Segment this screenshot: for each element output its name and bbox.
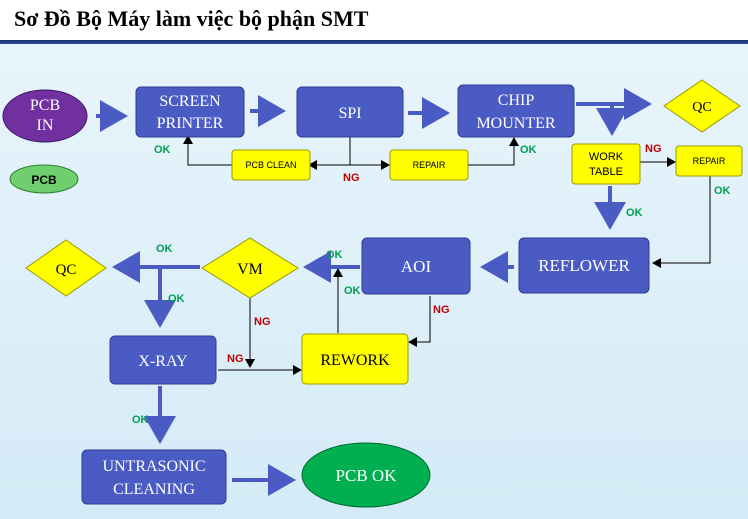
aoi-label: AOI bbox=[401, 257, 432, 276]
work-table-label-1: WORK bbox=[589, 151, 624, 163]
qc-left-node: QC bbox=[25, 239, 107, 297]
arrow-repair-to-reflower bbox=[652, 176, 711, 268]
arrow-aoi-to-rework bbox=[408, 296, 431, 347]
ultrasonic-cleaning-node: UNTRASONIC CLEANING bbox=[81, 449, 227, 505]
title-bar: Sơ Đồ Bộ Máy làm việc bộ phận SMT bbox=[0, 0, 748, 42]
arrow-repair-to-chip-mounter bbox=[468, 137, 519, 166]
diagram-canvas: PCB IN PCB SCREEN PRINTER SPI CHIP MOUNT… bbox=[0, 44, 748, 519]
ng-label-work-table: NG bbox=[645, 143, 662, 155]
chip-mounter-label-2: MOUNTER bbox=[476, 115, 555, 132]
xray-node: X-RAY bbox=[109, 335, 217, 385]
pcb-in-label-1: PCB bbox=[30, 97, 60, 114]
repair-right-label: REPAIR bbox=[693, 156, 726, 166]
qc-top-node: QC bbox=[663, 79, 741, 133]
spi-node: SPI bbox=[296, 86, 404, 138]
chip-mounter-node: CHIP MOUNTER bbox=[457, 84, 575, 138]
work-table-label-2: TABLE bbox=[589, 166, 623, 178]
main-flow-arrows bbox=[96, 88, 652, 496]
ok-label-xray: OK bbox=[132, 414, 149, 426]
pcb-in-node: PCB IN bbox=[2, 89, 88, 143]
reflower-node: REFLOWER bbox=[518, 237, 650, 294]
pcb-legend-label: PCB bbox=[31, 173, 57, 187]
aoi-node: AOI bbox=[361, 237, 471, 295]
ng-label-vm: NG bbox=[254, 316, 271, 328]
feedback-arrows bbox=[183, 135, 711, 375]
ng-label-spi: NG bbox=[343, 172, 360, 184]
smt-flow-diagram: PCB IN PCB SCREEN PRINTER SPI CHIP MOUNT… bbox=[2, 79, 743, 508]
repair-mid-node: REPAIR bbox=[389, 149, 469, 181]
ok-label-qc-left: OK bbox=[168, 293, 185, 305]
screen-printer-node: SCREEN PRINTER bbox=[135, 86, 245, 138]
ok-label-work-table: OK bbox=[626, 207, 643, 219]
ok-label-pcb-clean: OK bbox=[154, 144, 171, 156]
repair-right-node: REPAIR bbox=[675, 145, 743, 177]
ok-label-rework: OK bbox=[344, 285, 361, 297]
pcb-legend-node: PCB bbox=[9, 164, 79, 194]
repair-mid-label: REPAIR bbox=[413, 160, 446, 170]
ultrasonic-label-1: UNTRASONIC bbox=[102, 458, 205, 475]
rework-label: REWORK bbox=[320, 352, 390, 369]
page-title: Sơ Đồ Bộ Máy làm việc bộ phận SMT bbox=[14, 6, 369, 31]
arrow-spi-to-pcb-clean bbox=[308, 137, 351, 170]
xray-label: X-RAY bbox=[138, 353, 188, 370]
pcb-clean-label: PCB CLEAN bbox=[245, 160, 296, 170]
pcb-in-label-2: IN bbox=[37, 117, 54, 134]
ok-label-vm: OK bbox=[156, 243, 173, 255]
ok-label-aoi: OK bbox=[326, 249, 343, 261]
ng-label-xray: NG bbox=[227, 353, 244, 365]
screen-printer-label-1: SCREEN bbox=[159, 93, 221, 110]
vm-label: VM bbox=[237, 261, 263, 278]
pcb-clean-node: PCB CLEAN bbox=[231, 149, 311, 181]
rework-node: REWORK bbox=[301, 333, 409, 385]
qc-left-label: QC bbox=[56, 262, 77, 278]
ok-label-repair-right: OK bbox=[714, 185, 731, 197]
work-table-node: WORK TABLE bbox=[571, 143, 641, 185]
qc-top-label: QC bbox=[692, 100, 711, 115]
ultrasonic-label-2: CLEANING bbox=[113, 481, 195, 498]
spi-label: SPI bbox=[338, 105, 361, 122]
pcb-ok-label: PCB OK bbox=[336, 466, 398, 485]
reflower-label: REFLOWER bbox=[538, 256, 630, 275]
screen-printer-label-2: PRINTER bbox=[157, 115, 224, 132]
vm-node: VM bbox=[201, 237, 299, 299]
edge-labels: OK NG OK NG OK OK OK OK NG OK OK NG NG O… bbox=[132, 143, 731, 426]
ok-label-repair-mid: OK bbox=[520, 144, 537, 156]
arrow-pcb-clean-to-screen-printer bbox=[183, 135, 232, 166]
chip-mounter-label-1: CHIP bbox=[498, 92, 535, 109]
title-divider bbox=[0, 40, 748, 44]
ng-label-aoi: NG bbox=[433, 304, 450, 316]
pcb-ok-node: PCB OK bbox=[301, 442, 431, 508]
